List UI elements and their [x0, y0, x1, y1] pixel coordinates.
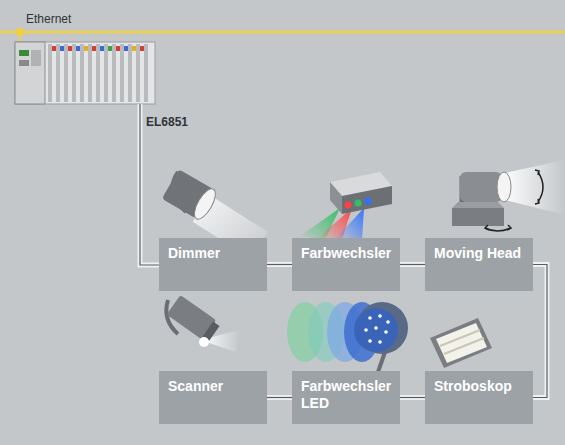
device-name: Stroboskop [434, 378, 529, 395]
dmx-connector [400, 264, 425, 265]
dmx-connector [400, 397, 425, 398]
connector-core [533, 265, 547, 398]
connector-outline [400, 262, 425, 267]
device-box: Dimmer [159, 238, 267, 291]
device-name: Dimmer [168, 245, 263, 262]
device-box: Moving Head [425, 238, 533, 291]
connector-outline [267, 395, 292, 400]
connector-core [267, 264, 292, 265]
device-box: Scanner [159, 371, 267, 424]
strobe-illustration [430, 318, 492, 368]
connector-outline [400, 395, 425, 400]
dmx-connector [267, 397, 292, 398]
device-name: Farbwechsler LED [301, 378, 396, 412]
device-name: Farbwechsler [301, 245, 396, 262]
moving-head-illustration [452, 160, 565, 231]
controller-illustration [15, 42, 155, 104]
connector-core [400, 264, 425, 265]
connector-core [267, 397, 292, 398]
scanner-illustration [166, 295, 240, 352]
dmx-connector [533, 265, 547, 398]
color-changer-illustration [300, 172, 392, 240]
device-box: Stroboskop [425, 371, 533, 424]
connector-outline [267, 262, 292, 267]
terminal-label: EL6851 [146, 115, 188, 129]
led-color-changer-illustration [287, 302, 408, 372]
device-name: Scanner [168, 378, 263, 395]
device-name: Moving Head [434, 245, 529, 262]
device-box: Farbwechsler LED [292, 371, 400, 424]
network-label: Ethernet [26, 12, 71, 26]
connector-outline [533, 265, 547, 398]
dmx-connector [267, 264, 292, 265]
connector-core [400, 397, 425, 398]
device-box: Farbwechsler [292, 238, 400, 291]
ethernet-line [0, 31, 565, 34]
